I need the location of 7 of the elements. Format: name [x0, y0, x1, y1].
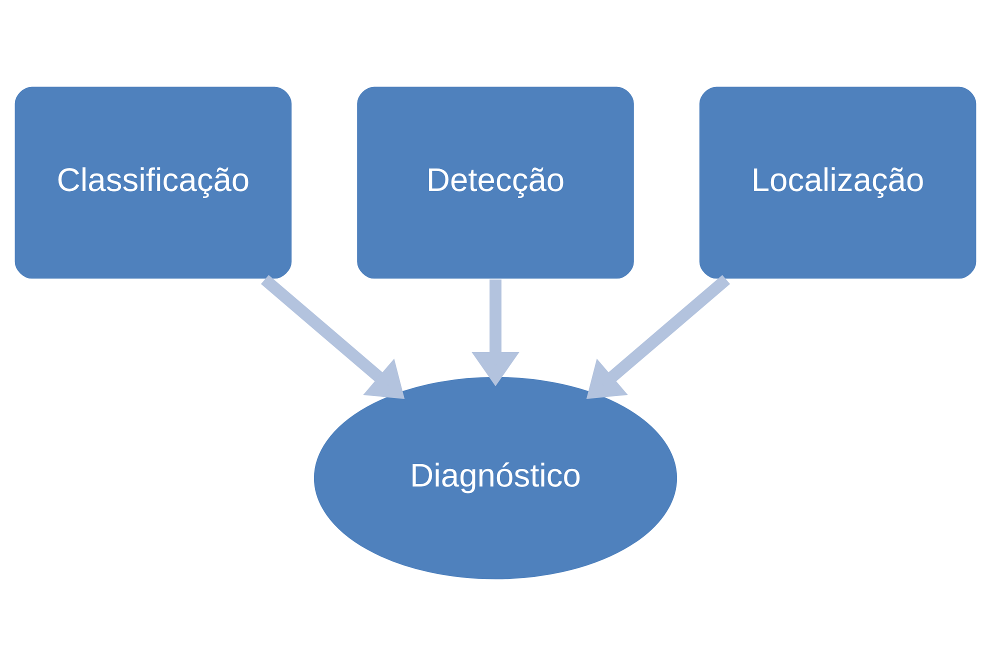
- node-box: Detecção: [356, 85, 636, 280]
- node-ellipse: Diagnóstico: [312, 375, 679, 581]
- arrow: [586, 275, 730, 399]
- arrow: [472, 280, 520, 386]
- node-box: Classificação: [13, 85, 294, 280]
- arrow: [260, 275, 405, 399]
- node-box: Localização: [698, 85, 978, 280]
